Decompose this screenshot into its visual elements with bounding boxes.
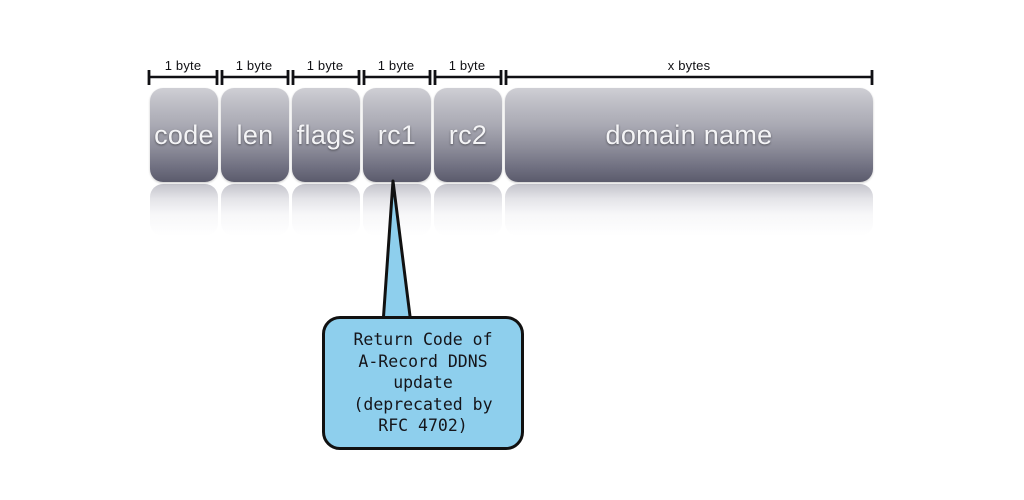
field-box-rc1[interactable]: rc1 [363,88,431,182]
callout-line-5: RFC 4702) [378,416,468,436]
callout-line-4: (deprecated by [353,394,493,414]
field-label-rc2: rc2 [448,119,488,150]
callout-line-3: update [393,373,453,393]
field-label-rc1: rc1 [377,119,417,150]
field-label-flags: flags [296,119,356,150]
field-box-rc2[interactable]: rc2 [434,88,502,182]
field-label-code: code [154,119,214,150]
field-label-len: len [236,119,274,150]
field-box-flags[interactable]: flags [292,88,360,182]
field-box-domain-name[interactable]: domain name [505,88,873,182]
packet-fields: code len flags rc1 rc2 domain name [0,0,1024,240]
callout-balloon-rc1[interactable]: Return Code of A-Record DDNS update (dep… [322,316,524,450]
callout-line-2: A-Record DDNS [358,351,488,371]
field-box-len[interactable]: len [221,88,289,182]
field-box-code[interactable]: code [150,88,218,182]
field-label-domain-name: domain name [605,119,773,150]
callout-line-1: Return Code of [353,330,493,350]
